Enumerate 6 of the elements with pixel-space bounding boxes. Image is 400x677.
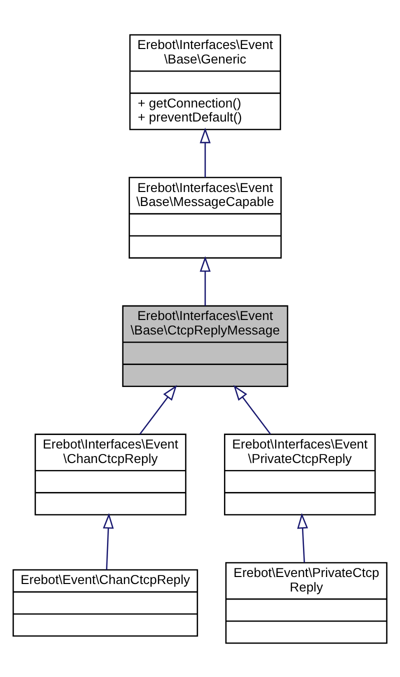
arrow <box>102 512 114 570</box>
arrow <box>200 256 211 306</box>
arrow <box>297 512 308 562</box>
arrow <box>200 127 211 177</box>
arrow <box>233 384 271 434</box>
arrow <box>139 384 177 434</box>
